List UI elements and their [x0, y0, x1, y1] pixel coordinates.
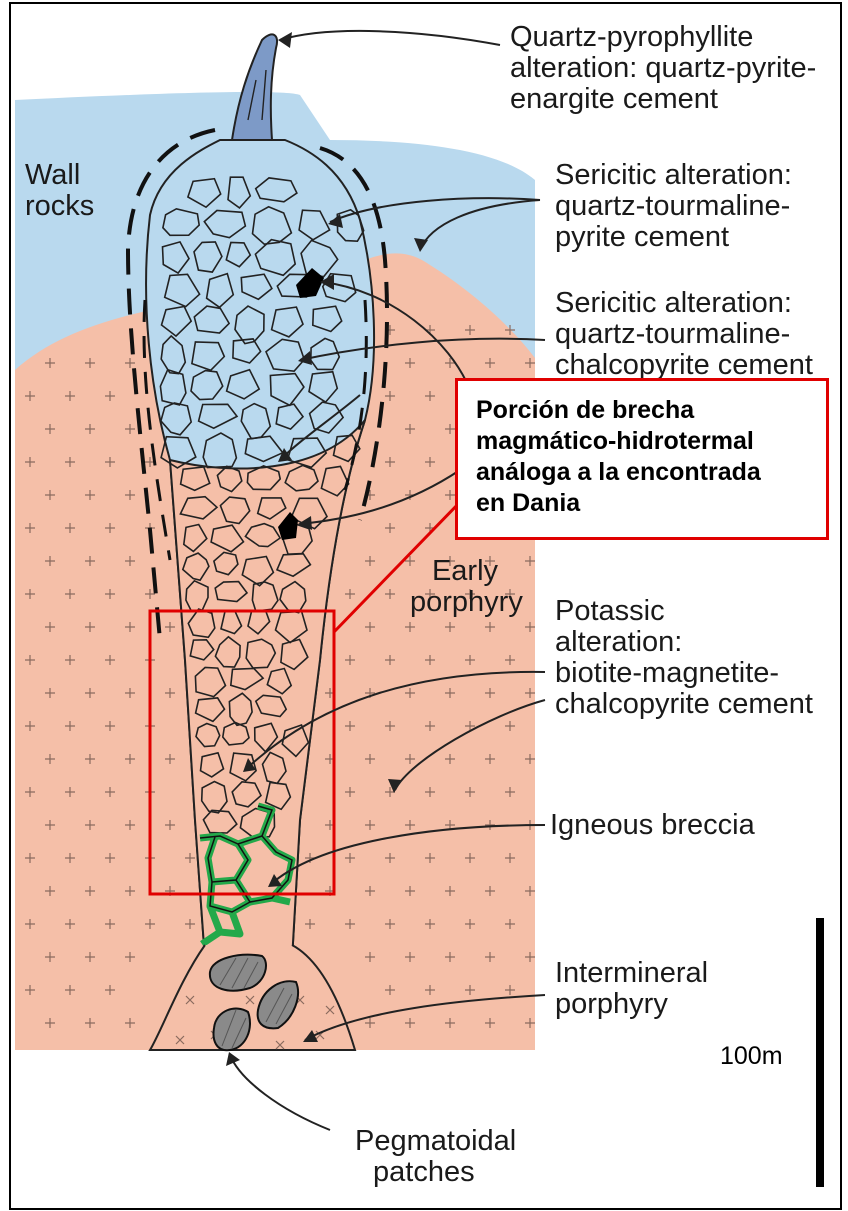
label-quartz-pyrophyllite: Quartz-pyrophyllite alteration: quartz-p… [510, 22, 816, 115]
label-line: alteration: quartz-pyrite- [510, 53, 816, 84]
label-line: Early [410, 556, 520, 587]
scale-bar-label: 100m [720, 1042, 783, 1071]
label-line: Sericitic alteration: [555, 288, 813, 319]
label-pegmatoidal-patches: Pegmatoidal patches [355, 1126, 516, 1188]
label-sericitic-chalcopyrite: Sericitic alteration: quartz-tourmaline-… [555, 288, 813, 381]
label-line: porphyry [555, 989, 708, 1020]
label-line: biotite-magnetite- [555, 658, 813, 689]
label-line: alteration: [555, 627, 813, 658]
label-line: porphyry [410, 587, 520, 618]
label-line: enargite cement [510, 84, 816, 115]
label-line: Sericitic alteration: [555, 160, 792, 191]
dania-callout-box: Porción de brecha magmático-hidrotermal … [455, 378, 829, 540]
label-igneous-breccia: Igneous breccia [550, 810, 755, 841]
label-line: quartz-tourmaline- [555, 191, 792, 222]
label-line: pyrite cement [555, 222, 792, 253]
label-line: chalcopyrite cement [555, 350, 813, 381]
label-line: chalcopyrite cement [555, 689, 813, 720]
callout-line: Porción de brecha [476, 395, 816, 426]
label-line: Intermineral [555, 958, 708, 989]
label-wall-rocks: Wall rocks [25, 160, 94, 222]
label-intermineral-porphyry: Intermineral porphyry [555, 958, 708, 1020]
label-line: quartz-tourmaline- [555, 319, 813, 350]
callout-line: en Dania [476, 488, 816, 519]
callout-line: análoga a la encontrada [476, 457, 816, 488]
label-line: Quartz-pyrophyllite [510, 22, 816, 53]
callout-line: magmático-hidrotermal [476, 426, 816, 457]
label-potassic: Potassic alteration: biotite-magnetite- … [555, 596, 813, 720]
label-wall-rocks-line: Wall [25, 160, 94, 191]
label-line: patches [355, 1157, 516, 1188]
label-wall-rocks-line: rocks [25, 191, 94, 222]
label-line: Pegmatoidal [355, 1126, 516, 1157]
label-line: Potassic [555, 596, 813, 627]
label-early-porphyry: Early porphyry [410, 556, 520, 618]
label-line: Igneous breccia [550, 810, 755, 841]
label-sericitic-pyrite: Sericitic alteration: quartz-tourmaline-… [555, 160, 792, 253]
